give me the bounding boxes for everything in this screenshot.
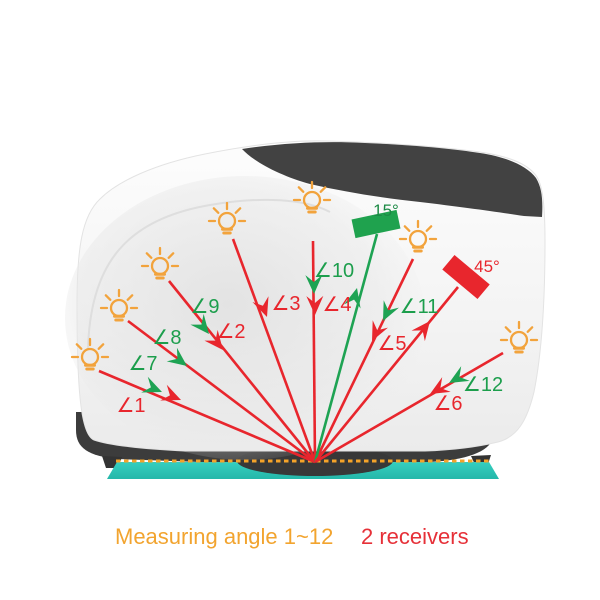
light-ray-3: [167, 280, 317, 463]
angle-label-2: ∠2: [216, 321, 245, 343]
caption-measuring-angles: Measuring angle 1~12: [115, 524, 333, 549]
captions: Measuring angle 1~12 2 receivers: [115, 524, 469, 549]
spectrophotometer-device: [65, 140, 546, 479]
body-crease-line: [87, 198, 331, 351]
angle-label-10: ∠10: [314, 260, 354, 282]
device-top-band: [242, 142, 543, 217]
angle-label-1: ∠1: [116, 395, 145, 417]
angle-label-11: ∠11: [400, 296, 439, 318]
angle-label-8: ∠8: [152, 327, 181, 349]
reflected-ray-45deg: [313, 286, 460, 463]
receiver-15deg-label: 15°: [373, 201, 399, 220]
illumination-rays: [98, 233, 504, 464]
receiver-15deg: [351, 209, 401, 239]
angle-label-4: ∠4: [322, 294, 351, 316]
angle-labels: ∠1 ∠2 ∠3 ∠4 ∠5 ∠6 ∠7 ∠8 ∠9 ∠10 ∠11 ∠12 1…: [116, 201, 503, 417]
angle-label-3: ∠3: [271, 293, 300, 315]
green-receiver-block: [351, 209, 401, 239]
light-ray-2: [127, 319, 316, 464]
angle-label-9: ∠9: [190, 296, 219, 318]
light-ray-4: [231, 238, 317, 463]
light-ray-7: [314, 351, 504, 464]
angle-label-5: ∠5: [377, 333, 406, 355]
receiver-45deg-label: 45°: [474, 257, 500, 276]
angle-label-7: ∠7: [128, 353, 157, 375]
receiver-45deg: [442, 254, 490, 300]
red-receiver-block: [442, 254, 490, 300]
light-ray-1: [98, 369, 316, 464]
light-ray-6: [313, 258, 415, 463]
light-ray-5: [311, 240, 317, 463]
angle-label-6: ∠6: [433, 393, 462, 415]
angle-label-12: ∠12: [463, 374, 503, 396]
caption-receivers: 2 receivers: [361, 524, 469, 549]
reflected-ray-15deg: [313, 233, 379, 463]
